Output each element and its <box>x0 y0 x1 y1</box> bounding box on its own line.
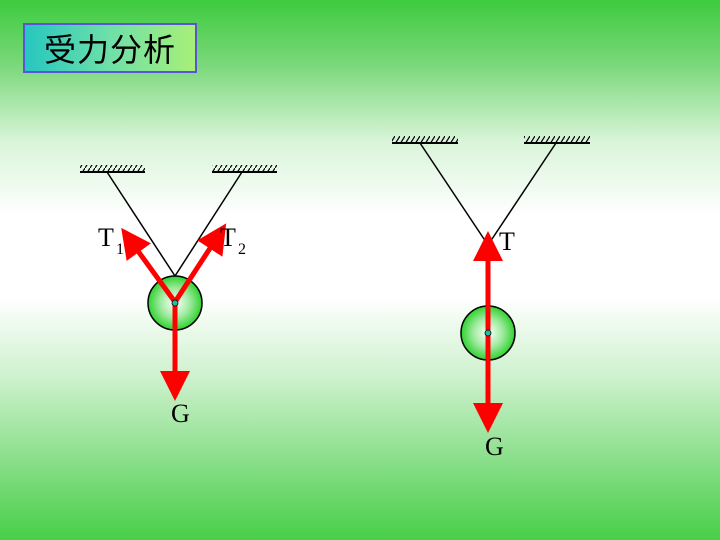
title-box: 受力分析 <box>23 23 197 73</box>
right-string-2 <box>487 142 557 246</box>
label-t2-sub: 2 <box>238 241 246 258</box>
label-g-right: G <box>485 432 504 461</box>
right-diagram: T G <box>392 136 590 461</box>
left-ball-center <box>171 299 179 307</box>
right-string-1 <box>419 142 489 246</box>
left-ceiling-right <box>212 165 277 173</box>
right-ceiling-right <box>524 136 590 144</box>
label-t1-sub: 1 <box>116 241 124 258</box>
left-arrow-t1 <box>121 227 178 304</box>
left-arrow-t2 <box>172 223 227 304</box>
left-string-1 <box>106 171 176 277</box>
right-ball-center <box>484 329 492 337</box>
right-ceiling-left <box>392 136 458 144</box>
page-title: 受力分析 <box>43 31 176 69</box>
label-t-right: T <box>499 227 515 256</box>
left-diagram: T 1 T 2 G <box>80 165 277 428</box>
left-ceiling-left <box>80 165 145 173</box>
label-g-left: G <box>171 399 190 428</box>
label-t1: T <box>98 223 114 252</box>
label-t2: T <box>220 223 236 252</box>
